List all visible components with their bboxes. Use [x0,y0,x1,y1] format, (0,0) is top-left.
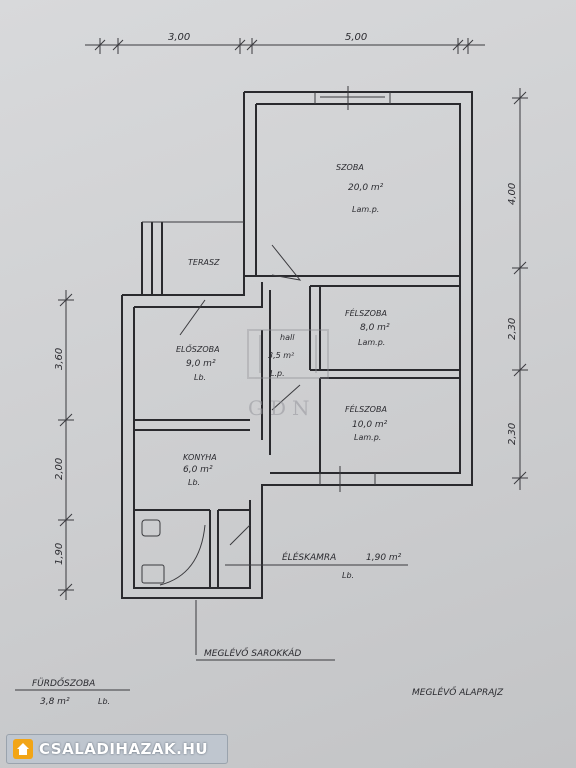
watermark: GDN [248,396,316,420]
room-konyha-name: KONYHA [183,453,217,462]
room-hall-name: hall [280,333,295,342]
note-alaprajz: MEGLÉVŐ ALAPRAJZ [412,686,504,698]
dim-left-mid: 2,00 [54,458,65,480]
room-szoba-floor: Lam.p. [352,205,379,214]
dim-top-right: 5,00 [345,32,367,43]
watermark-logo [247,329,329,379]
dim-right-bottom: 2,30 [507,423,518,445]
walls [121,86,473,599]
room-hall-floor: L.p. [270,369,285,378]
brand-badge[interactable]: CSALADIHAZAK.HU [6,734,228,764]
room-furdoszoba-floor: Lb. [98,697,110,706]
room-eleskamra-area: 1,90 m² [366,553,402,563]
room-konyha-area: 6,0 m² [183,465,213,475]
room-eleskamra-name: ÉLÉSKAMRA [282,551,336,563]
right-dimension [512,88,528,490]
dim-top-left: 3,00 [168,32,190,43]
room-felszoba1-name: FÉLSZOBA [345,307,387,318]
dim-right-top: 4,00 [507,183,518,205]
room-eloszoba-area: 9,0 m² [186,359,216,369]
brand-text: CSALADIHAZAK.HU [39,740,209,758]
room-terasz-name: TERASZ [188,258,220,267]
room-felszoba2-floor: Lam.p. [354,433,381,442]
room-felszoba2-name: FÉLSZOBA [345,403,387,414]
top-dimension [85,38,485,54]
house-icon [13,739,33,759]
room-felszoba1-floor: Lam.p. [358,338,385,347]
dim-right-mid: 2,30 [507,318,518,340]
room-eleskamra-floor: Lb. [342,571,354,580]
room-furdoszoba-area: 3,8 m² [40,697,70,707]
dim-left-top: 3,60 [54,348,65,370]
room-szoba-name: SZOBA [336,163,364,172]
room-szoba-area: 20,0 m² [348,183,384,193]
note-sarokkad: MEGLÉVŐ SAROKKÁD [204,647,301,659]
room-eloszoba-floor: Lb. [194,373,206,382]
room-eloszoba-name: ELŐSZOBA [176,344,220,354]
left-dimension [58,290,74,600]
room-felszoba1-area: 8,0 m² [360,323,390,333]
room-felszoba2-area: 10,0 m² [352,420,388,430]
room-furdoszoba-name: FÜRDŐSZOBA [32,678,95,689]
room-hall-area: 3,5 m² [268,351,295,360]
dim-left-bottom: 1,90 [54,543,65,565]
room-konyha-floor: Lb. [188,478,200,487]
